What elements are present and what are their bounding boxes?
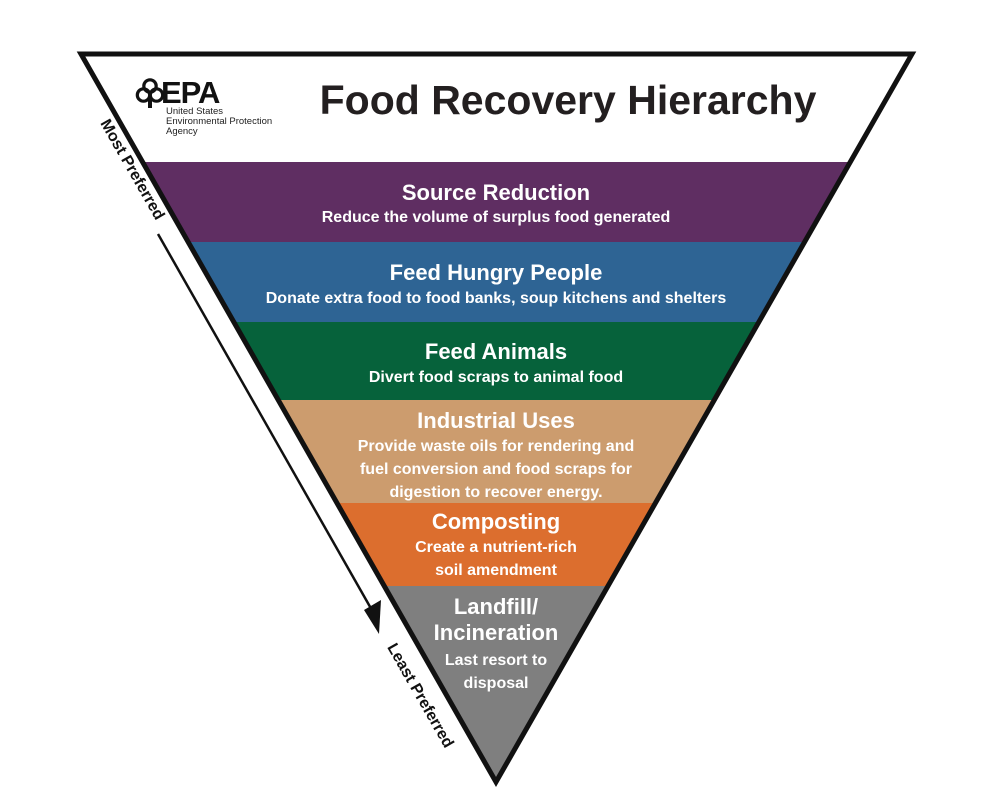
tier-composting-band [337, 503, 656, 586]
tiers-layer [142, 162, 851, 782]
tier-industrial-uses-title: Industrial Uses [417, 408, 575, 433]
preference-arrow-line [156, 233, 375, 613]
epa-subtitle-line-2: Environmental Protection [166, 116, 272, 127]
tier-landfill-incineration-title-line-2: Incineration [434, 620, 559, 645]
tier-industrial-uses-band [278, 400, 715, 503]
tier-landfill-incineration-description-line-1: Last resort to [445, 652, 547, 669]
tier-industrial-uses-description-line-2: fuel conversion and food scraps for [360, 461, 632, 478]
tier-feed-animals-description: Divert food scraps to animal food [369, 369, 623, 386]
tier-composting-description-line-2: soil amendment [435, 562, 557, 579]
tier-industrial-uses-description-line-3: digestion to recover energy. [389, 484, 602, 501]
tier-industrial-uses-description-line-1: Provide waste oils for rendering and [358, 438, 635, 455]
pyramid-outline [76, 51, 917, 788]
tier-feed-animals-title: Feed Animals [425, 339, 567, 364]
diagram-title: Food Recovery Hierarchy [320, 77, 817, 123]
tier-landfill-incineration-description-line-2: disposal [464, 675, 529, 692]
tier-source-reduction-title: Source Reduction [402, 180, 590, 205]
arrow-down-icon [364, 600, 381, 634]
epa-subtitle-line-1: United States [166, 106, 223, 117]
tier-landfill-incineration-band [384, 586, 608, 782]
tier-composting-title: Composting [432, 509, 560, 534]
epa-flower-icon [135, 78, 165, 108]
epa-logo: EPA United States Environmental Protecti… [135, 75, 272, 137]
tier-feed-hungry-people-title: Feed Hungry People [390, 260, 603, 285]
epa-subtitle-line-3: Agency [166, 126, 198, 137]
tier-feed-hungry-people-description: Donate extra food to food banks, soup ki… [266, 290, 727, 307]
tier-feed-hungry-people-band [188, 242, 805, 322]
tier-feed-animals-band [233, 322, 759, 400]
tier-source-reduction-description: Reduce the volume of surplus food genera… [322, 209, 671, 226]
tier-source-reduction-band [142, 162, 851, 242]
epa-wordmark: EPA [161, 75, 220, 110]
tier-landfill-incineration-title-line-1: Landfill/ [454, 594, 538, 619]
tier-composting-description-line-1: Create a nutrient-rich [415, 539, 577, 556]
